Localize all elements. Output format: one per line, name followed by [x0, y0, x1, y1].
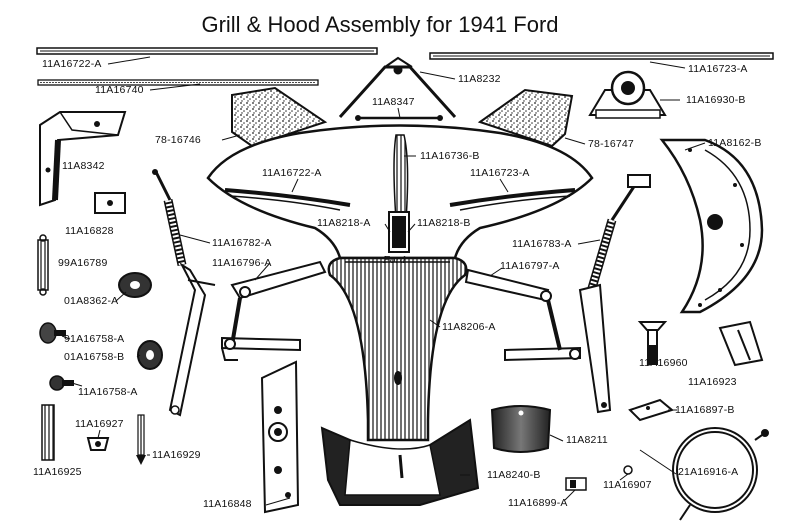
label-11A16796-A: 11A16796-A: [212, 257, 272, 269]
hinge-link-left: [221, 260, 327, 361]
hood-spring-left: [152, 169, 187, 266]
splash-apron: [320, 418, 480, 506]
label-11A16723-A-hood: 11A16723-A: [470, 167, 530, 179]
label-11A16899-A: 11A16899-A: [508, 497, 568, 509]
label-11A8218-A: 11A8218-A: [317, 217, 371, 229]
label-11A8240-B: 11A8240-B: [487, 469, 541, 481]
label-21A16916-A: 21A16916-A: [678, 466, 739, 478]
label-11A16897-B: 11A16897-B: [675, 404, 735, 416]
label-11A16782-A: 11A16782-A: [212, 237, 272, 249]
stud-part: [136, 414, 146, 465]
rubber-bumper: [118, 272, 152, 298]
clip-part: [94, 192, 126, 214]
leader-lines: [61, 56, 706, 506]
spring-clip: [628, 398, 675, 422]
label-11A8347: 11A8347: [372, 96, 415, 108]
label-91A16758-A: 91A16758-A: [64, 333, 125, 345]
label-78-16747: 78-16747: [588, 138, 634, 150]
hinge-link-right: [464, 268, 581, 362]
hinge-plate: [260, 360, 300, 514]
grille-emblem-text: Ford: [383, 254, 406, 266]
label-11A8342: 11A8342: [62, 160, 105, 172]
label-78-16746: 78-16746: [155, 134, 201, 146]
label-11A16929: 11A16929: [152, 449, 201, 461]
hood-arm-right: [578, 283, 612, 414]
label-11A16828: 11A16828: [65, 225, 114, 237]
hood-rod: [355, 115, 443, 121]
label-11A16797-A: 11A16797-A: [500, 260, 560, 272]
small-knob: [49, 375, 74, 391]
diagram-title: Grill & Hood Assembly for 1941 Ford: [201, 12, 559, 37]
small-coil: [41, 404, 55, 461]
cup-nut: [86, 437, 110, 451]
label-11A16758-A: 11A16758-A: [78, 386, 138, 398]
label-11A16722-A-strip: 11A16722-A: [42, 58, 102, 70]
label-11A16960: 11A16960: [639, 357, 688, 369]
label-11A16783-A: 11A16783-A: [512, 238, 572, 250]
small-nut: [623, 465, 633, 475]
moulding-strip-right: [429, 52, 774, 60]
side-bracket-plate: [659, 138, 764, 314]
small-clip: [565, 477, 587, 491]
moulding-strip-lower: [37, 79, 319, 86]
coil-spring: [37, 234, 49, 296]
release-cable: [672, 427, 769, 521]
label-11A16930-B: 11A16930-B: [686, 94, 746, 106]
hood-emblem: [388, 211, 410, 253]
label-11A16848: 11A16848: [203, 498, 252, 510]
label-11A16925: 11A16925: [33, 466, 82, 478]
label-11A8218-B: 11A8218-B: [417, 217, 471, 229]
label-11A16923: 11A16923: [688, 376, 737, 388]
grommet-part: [137, 340, 163, 370]
label-11A16927: 11A16927: [75, 418, 124, 430]
label-11A8232: 11A8232: [458, 73, 501, 85]
hinge-block: [588, 70, 667, 119]
moulding-strip-left: [36, 47, 378, 55]
label-11A16740: 11A16740: [95, 84, 144, 96]
knob-part: [39, 322, 66, 344]
main-grille: [327, 256, 468, 442]
label-11A8206-A: 11A8206-A: [442, 321, 496, 333]
hood-spring-right: [585, 174, 651, 297]
hood-bracket: [338, 56, 457, 119]
label-11A8162-B: 11A8162-B: [708, 137, 762, 149]
label-11A16736-B: 11A16736-B: [420, 150, 480, 162]
label-01A8362-A: 01A8362-A: [64, 295, 119, 307]
label-11A8211: 11A8211: [566, 434, 608, 446]
rubber-block: [718, 320, 764, 367]
angle-bracket: [39, 111, 127, 207]
label-01A16758-B: 01A16758-B: [64, 351, 125, 363]
label-99A16789: 99A16789: [58, 257, 108, 269]
filler-piece: [490, 405, 552, 453]
label-11A16907: 11A16907: [603, 479, 652, 491]
label-11A16723-A-strip: 11A16723-A: [688, 63, 748, 75]
label-11A16722-A-hood: 11A16722-A: [262, 167, 322, 179]
hood-arm-left: [168, 262, 216, 417]
